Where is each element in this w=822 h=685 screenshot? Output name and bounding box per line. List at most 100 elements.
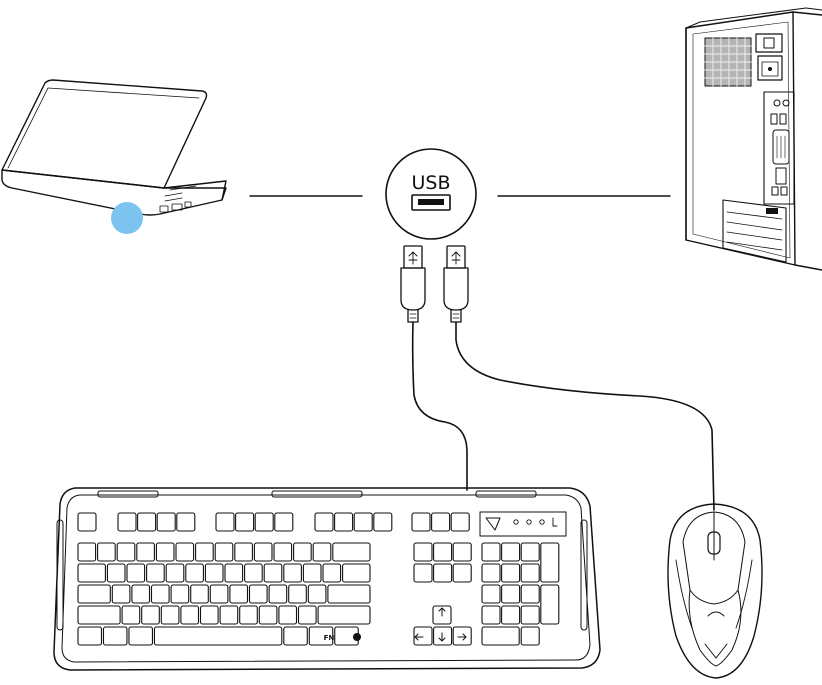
keycap — [180, 605, 200, 625]
keycap — [235, 512, 255, 532]
keycap — [160, 605, 180, 625]
keycap — [481, 542, 501, 562]
keycap — [121, 605, 141, 625]
keycap — [128, 626, 153, 646]
keycap — [283, 626, 308, 646]
keycap — [322, 563, 342, 583]
keycap — [540, 542, 560, 583]
keycap — [131, 584, 151, 604]
keycap — [126, 563, 146, 583]
keycap — [219, 605, 239, 625]
keycap — [117, 512, 137, 532]
keycap — [501, 542, 521, 562]
keycap — [190, 584, 209, 604]
keycap — [111, 584, 131, 604]
keycap — [146, 563, 165, 583]
keycap — [297, 605, 317, 625]
keycap — [433, 563, 453, 583]
keycap — [520, 605, 540, 625]
keycap — [433, 542, 453, 562]
laptop-icon — [1, 79, 227, 234]
keycap — [520, 626, 540, 646]
keycap — [413, 626, 433, 646]
keycap — [106, 563, 126, 583]
keycap — [155, 542, 175, 562]
keycap — [520, 563, 540, 583]
arrow-down-icon — [438, 632, 446, 642]
keycap — [229, 584, 249, 604]
keycap — [176, 512, 196, 532]
keycap — [185, 563, 204, 583]
pc-tower-icon — [685, 7, 822, 271]
mouse-cable — [455, 321, 715, 511]
status-led-panel — [479, 511, 567, 537]
arrow-up-icon — [438, 607, 446, 617]
keycap — [481, 626, 520, 646]
keycap — [97, 542, 116, 562]
keycap — [209, 584, 229, 604]
usb-plug-icon — [443, 245, 469, 323]
keycap — [283, 563, 302, 583]
keycap — [278, 605, 298, 625]
keycap — [239, 605, 258, 625]
keycap — [288, 584, 307, 604]
keycap — [413, 542, 433, 562]
keycap — [254, 512, 274, 532]
keycap — [314, 512, 334, 532]
keycap — [274, 512, 294, 532]
keycap — [501, 584, 521, 604]
keycap — [215, 512, 235, 532]
keyboard-keys — [77, 512, 560, 646]
keycap — [411, 512, 431, 532]
keycap — [156, 512, 176, 532]
keycap — [501, 563, 521, 583]
keycap — [450, 512, 470, 532]
keycap — [77, 605, 121, 625]
arrow-right-icon — [457, 633, 467, 641]
keycap — [431, 512, 451, 532]
keycap — [234, 542, 253, 562]
usb-plug-icon — [400, 245, 426, 323]
fn-key-label: FN — [324, 634, 335, 642]
keycap — [433, 626, 453, 646]
usb-port-highlight — [111, 202, 143, 234]
keycap — [332, 542, 371, 562]
keycap — [136, 542, 155, 562]
keycap — [334, 512, 354, 532]
keycap — [501, 605, 521, 625]
keycap — [302, 563, 322, 583]
keycap — [165, 563, 185, 583]
keycap — [342, 563, 371, 583]
keycap — [102, 626, 128, 646]
keycap — [77, 512, 97, 532]
keycap — [481, 605, 501, 625]
keycap — [253, 542, 273, 562]
keycap — [77, 563, 106, 583]
keycap — [373, 512, 393, 532]
keycap — [308, 626, 334, 646]
keycap — [77, 626, 103, 646]
keycap — [481, 584, 501, 604]
usb-port-icon: USB — [385, 148, 477, 240]
keycap — [153, 626, 283, 646]
keycap — [263, 563, 283, 583]
keycap — [312, 542, 332, 562]
keycap — [540, 584, 560, 625]
keycap — [248, 584, 268, 604]
keycap — [258, 605, 278, 625]
keycap — [432, 605, 452, 625]
keycap — [413, 563, 433, 583]
keycap — [327, 584, 371, 604]
keycap — [150, 584, 170, 604]
keycap — [77, 542, 97, 562]
keycap — [141, 605, 160, 625]
keycap — [353, 512, 373, 532]
keycap — [452, 626, 472, 646]
keyboard-icon: FN — [53, 487, 601, 671]
keycap — [293, 542, 312, 562]
keycap — [199, 605, 219, 625]
keycap — [452, 563, 472, 583]
keycap — [273, 542, 293, 562]
